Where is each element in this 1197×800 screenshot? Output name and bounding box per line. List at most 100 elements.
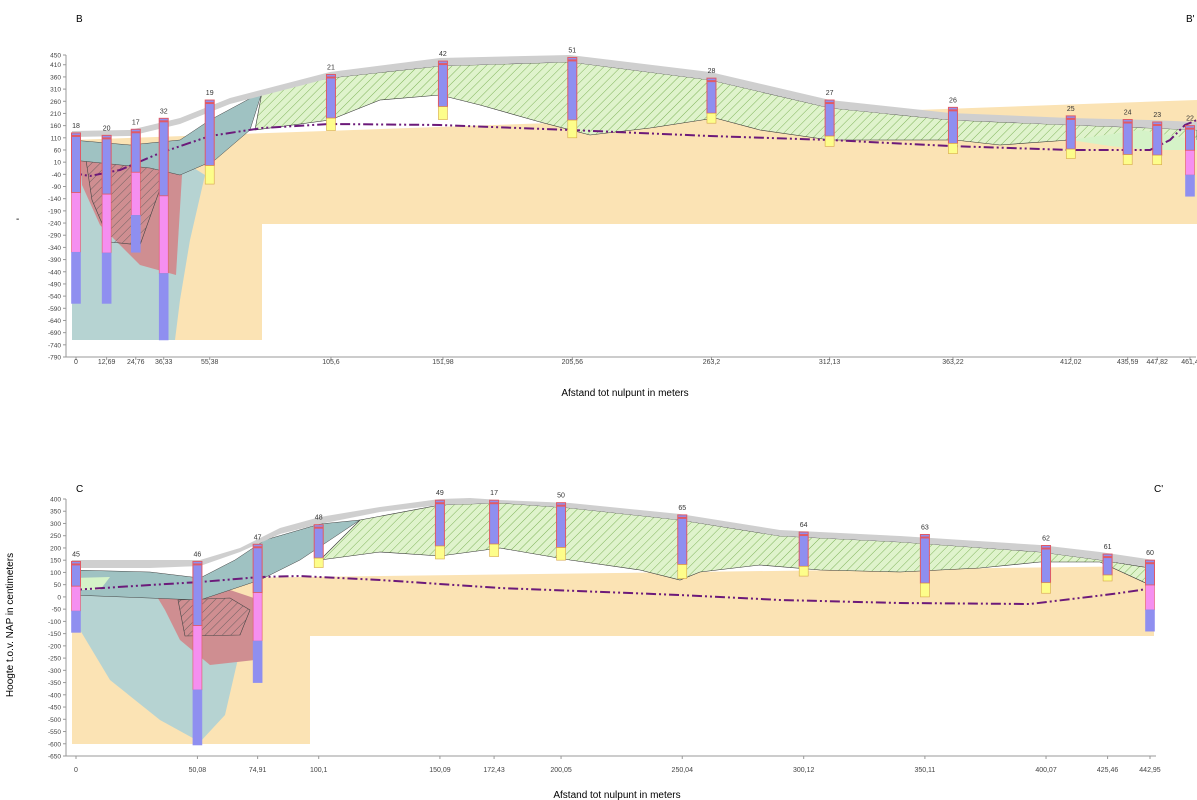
borehole-segment-sand xyxy=(326,117,336,131)
y-tick-label: -140 xyxy=(48,196,61,203)
borehole-segment-peat xyxy=(192,625,203,691)
y-tick-label: 310 xyxy=(50,87,61,94)
borehole-18[interactable]: 18 xyxy=(71,123,81,304)
y-tick-label: 10 xyxy=(54,160,62,167)
y-tick-label: -790 xyxy=(48,355,61,362)
y-tick-label: 210 xyxy=(50,111,61,118)
y-tick-label: -640 xyxy=(48,318,61,325)
borehole-segment-sand xyxy=(1065,148,1076,159)
borehole-segment-clay-deep xyxy=(71,610,81,633)
borehole-23[interactable]: 23 xyxy=(1152,112,1163,165)
borehole-segment-clay-deep xyxy=(252,640,263,683)
borehole-20[interactable]: 20 xyxy=(101,125,112,304)
borehole-60[interactable]: 60 xyxy=(1145,550,1155,632)
x-tick-label: 172,43 xyxy=(483,767,505,774)
borehole-51[interactable]: 51 xyxy=(567,47,578,139)
borehole-19[interactable]: 19 xyxy=(204,90,215,185)
x-tick-label: 105,6 xyxy=(322,359,340,366)
x-tick-label: 263,2 xyxy=(703,359,721,366)
section-c-hatched-peat xyxy=(177,597,251,637)
section-c-topsoil xyxy=(72,498,1154,568)
borehole-63[interactable]: 63 xyxy=(919,524,930,598)
borehole-id-label: 49 xyxy=(436,490,444,497)
borehole-segment-sand xyxy=(1152,154,1163,165)
borehole-segment-clay xyxy=(204,99,215,167)
y-tick-label: -740 xyxy=(48,342,61,349)
borehole-id-label: 21 xyxy=(327,64,335,71)
borehole-64[interactable]: 64 xyxy=(798,522,809,577)
borehole-24[interactable]: 24 xyxy=(1122,110,1133,165)
borehole-id-label: 46 xyxy=(194,551,202,558)
borehole-segment-clay xyxy=(313,524,324,559)
x-tick-label: 461,4 xyxy=(1181,359,1197,366)
borehole-17[interactable]: 17 xyxy=(489,490,500,557)
borehole-21[interactable]: 21 xyxy=(325,64,336,131)
borehole-62[interactable]: 62 xyxy=(1041,536,1052,594)
section-c-loam-layer xyxy=(319,502,1151,586)
section-b-green-lens xyxy=(1070,130,1197,150)
borehole-id-label: 45 xyxy=(72,551,80,558)
borehole-segment-sand xyxy=(1041,582,1051,594)
borehole-25[interactable]: 25 xyxy=(1065,106,1076,159)
borehole-segment-sand xyxy=(435,545,445,560)
borehole-segment-peat xyxy=(1145,584,1155,611)
y-tick-label: -540 xyxy=(48,294,61,301)
y-tick-label: 360 xyxy=(50,74,61,81)
borehole-65[interactable]: 65 xyxy=(677,505,688,579)
borehole-27[interactable]: 27 xyxy=(824,90,835,147)
section-b-y-axis: 4504103603102602101601106010-40-90-140-1… xyxy=(48,53,67,362)
borehole-id-label: 51 xyxy=(568,47,576,54)
borehole-segment-sand xyxy=(1102,574,1113,582)
x-tick-label: 363,22 xyxy=(942,359,964,366)
section-c-x-axis-label: Afstand tot nulpunt in meters xyxy=(553,790,680,800)
borehole-segment-peat xyxy=(71,192,81,253)
section-c-sand-layer xyxy=(72,566,1154,744)
borehole-segment-sand xyxy=(567,119,578,139)
y-tick-label: 100 xyxy=(50,570,61,577)
borehole-segment-sand xyxy=(706,112,717,124)
borehole-id-label: 26 xyxy=(949,97,957,104)
borehole-segment-clay xyxy=(325,73,336,119)
x-tick-label: 150,09 xyxy=(429,767,451,774)
y-tick-label: 160 xyxy=(50,123,61,130)
borehole-segment-clay xyxy=(947,106,958,144)
borehole-segment-clay xyxy=(677,514,688,566)
borehole-17[interactable]: 17 xyxy=(130,119,141,253)
y-tick-label: 400 xyxy=(50,497,61,504)
borehole-28[interactable]: 28 xyxy=(706,68,717,124)
borehole-48[interactable]: 48 xyxy=(313,515,324,568)
borehole-id-label: 32 xyxy=(160,108,168,115)
borehole-26[interactable]: 26 xyxy=(947,97,958,154)
borehole-22[interactable]: 22 xyxy=(1185,116,1195,197)
borehole-50[interactable]: 50 xyxy=(556,493,567,561)
borehole-46[interactable]: 46 xyxy=(192,551,203,746)
borehole-id-label: 22 xyxy=(1186,116,1194,123)
borehole-42[interactable]: 42 xyxy=(437,51,448,120)
borehole-id-label: 19 xyxy=(206,90,214,97)
borehole-id-label: 48 xyxy=(315,515,323,522)
y-tick-label: 410 xyxy=(50,62,61,69)
section-c-end-label: C' xyxy=(1154,484,1163,495)
x-tick-label: 50,08 xyxy=(189,767,207,774)
borehole-45[interactable]: 45 xyxy=(71,551,81,633)
section-c-water-table xyxy=(71,574,1155,606)
y-tick-label: 60 xyxy=(54,147,62,154)
borehole-61[interactable]: 61 xyxy=(1102,544,1113,582)
borehole-segment-clay xyxy=(71,132,81,194)
borehole-32[interactable]: 32 xyxy=(158,108,169,341)
section-c-green-lens xyxy=(72,577,110,590)
borehole-id-label: 28 xyxy=(708,68,716,75)
borehole-segment-clay-deep xyxy=(192,689,203,746)
borehole-segment-sand xyxy=(824,135,835,147)
borehole-47[interactable]: 47 xyxy=(252,534,263,683)
borehole-49[interactable]: 49 xyxy=(434,490,445,560)
borehole-id-label: 65 xyxy=(678,505,686,512)
section-c-start-label: C xyxy=(76,484,83,495)
borehole-segment-clay-deep xyxy=(158,273,169,341)
borehole-segment-clay xyxy=(489,499,500,545)
section-b-x-axis-label: Afstand tot nulpunt in meters xyxy=(561,388,688,399)
section-c-y-axis: 400350300250200150100500-50-100-150-200-… xyxy=(48,497,67,761)
y-tick-label: -390 xyxy=(48,257,61,264)
